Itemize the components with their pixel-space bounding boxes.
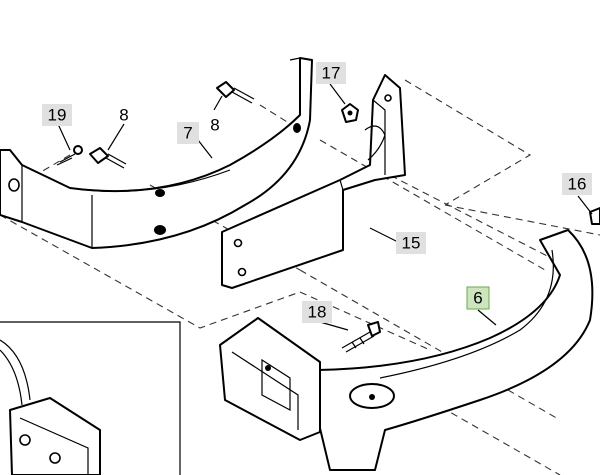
callout-7: 7 [177,122,199,144]
callout-17: 17 [316,62,346,84]
part-7-bracket [0,57,313,249]
callout-18-label: 18 [308,303,327,322]
callout-16: 16 [562,173,592,195]
nut-17 [341,103,359,123]
callout-8-upper: 8 [210,116,219,135]
leader-lines [57,83,593,331]
callout-17-label: 17 [322,64,341,83]
callout-15-label: 15 [402,234,421,253]
callout-8-upper-label: 8 [210,116,219,135]
bolt-8-left [89,147,127,169]
callout-6-label: 6 [473,289,482,308]
callout-19-label: 19 [48,106,67,125]
bolt-8-upper [216,81,255,104]
screw-19 [56,145,83,166]
part-15-bracket [221,74,406,289]
bolt-16 [589,207,600,225]
fasteners [56,81,600,353]
lamp-inset [0,321,181,475]
part-6-arm [317,229,594,471]
callout-18: 18 [302,301,332,323]
callout-8-left-label: 8 [119,106,128,125]
bolt-18 [341,321,381,353]
callout-19: 19 [42,104,72,126]
callout-15: 15 [396,232,426,254]
callout-7-label: 7 [183,124,192,143]
lamp-housing [219,317,321,441]
callout-16-label: 16 [568,175,587,194]
callout-6: 6 [466,286,490,310]
callout-8-left: 8 [119,106,128,125]
